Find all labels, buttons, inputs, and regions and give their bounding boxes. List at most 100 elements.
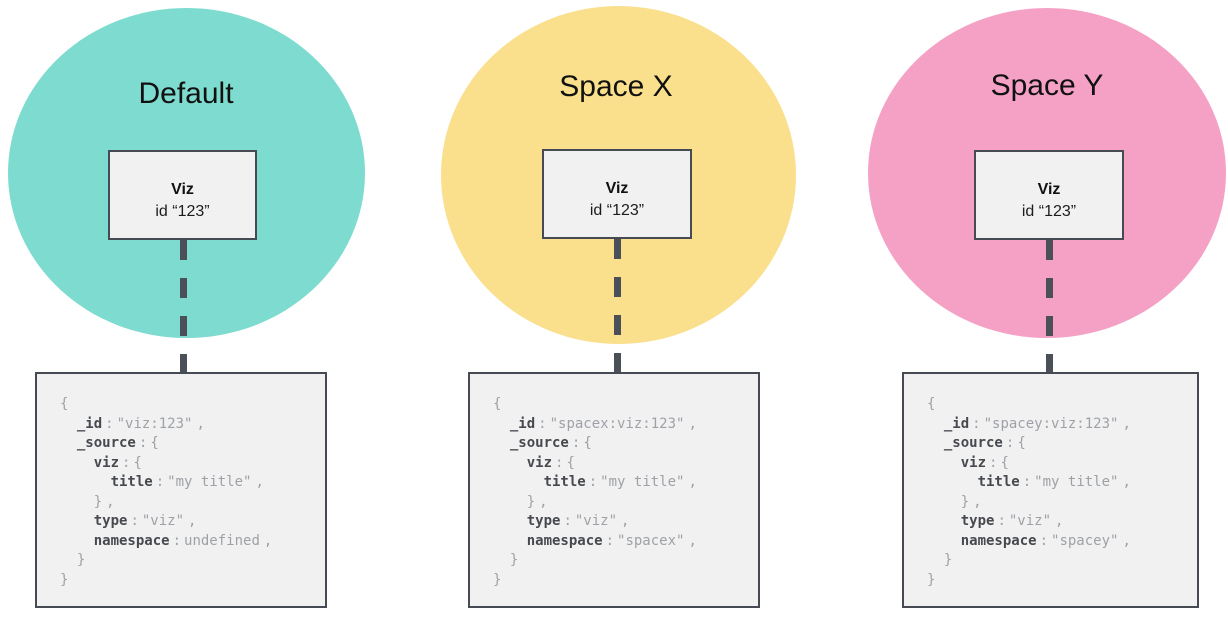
code-key: viz xyxy=(93,454,120,471)
code-key: _id xyxy=(76,415,103,432)
space-title: Default xyxy=(138,77,234,110)
document-json: { _id:"viz:123", _source:{ viz:{ title:"… xyxy=(60,395,315,590)
code-key: type xyxy=(960,513,995,529)
code-token: , xyxy=(1122,474,1131,490)
code-token: { xyxy=(60,396,69,412)
code-token: } xyxy=(60,552,86,568)
code-line: type:"viz", xyxy=(927,512,1187,532)
code-key: title xyxy=(110,474,153,490)
code-token: , xyxy=(106,493,115,510)
code-token: , xyxy=(1055,513,1064,529)
document-json: { _id:"spacey:viz:123", _source:{ viz:{ … xyxy=(927,395,1187,590)
code-token: : xyxy=(997,513,1006,529)
space-title: Space Y xyxy=(990,69,1104,102)
code-token: "viz" xyxy=(574,513,618,529)
code-line: { xyxy=(493,395,748,415)
code-token xyxy=(927,474,978,490)
code-line: viz:{ xyxy=(60,454,315,474)
code-token: } xyxy=(493,571,502,588)
code-key: _source xyxy=(76,435,136,451)
code-token: , xyxy=(539,493,548,510)
code-token: "viz" xyxy=(1008,513,1052,529)
code-token: } xyxy=(493,552,519,568)
code-key: namespace xyxy=(960,532,1037,549)
code-token: "spacex:viz:123" xyxy=(549,415,685,432)
code-token: : xyxy=(138,435,148,451)
code-token: , xyxy=(255,474,264,490)
code-line: title:"my title", xyxy=(493,473,748,493)
code-line: } xyxy=(60,551,315,571)
viz-node: Viz id “123” xyxy=(542,149,692,239)
code-token: : xyxy=(1039,532,1049,549)
code-key: title xyxy=(977,474,1020,490)
code-token: , xyxy=(688,532,697,549)
code-token: "my title" xyxy=(600,474,685,490)
code-line: } xyxy=(493,571,748,591)
code-token xyxy=(927,416,944,432)
code-token: : xyxy=(555,454,564,471)
code-token: , xyxy=(1122,415,1131,432)
code-key: viz xyxy=(526,454,553,471)
code-token: , xyxy=(188,513,197,529)
code-key: type xyxy=(93,513,128,529)
code-token: } xyxy=(493,493,536,510)
code-token: { xyxy=(150,435,159,451)
code-key: type xyxy=(526,513,561,529)
code-token: , xyxy=(263,532,273,549)
code-token: , xyxy=(688,415,697,432)
code-token: : xyxy=(563,513,572,529)
code-line: { xyxy=(60,395,315,415)
code-token: , xyxy=(621,513,630,529)
code-line: _source:{ xyxy=(60,434,315,454)
viz-node-name: Viz xyxy=(171,181,194,198)
code-token: : xyxy=(972,415,981,432)
code-token: } xyxy=(60,571,69,588)
code-token: { xyxy=(566,454,575,471)
code-token: } xyxy=(60,493,103,510)
code-line: title:"my title", xyxy=(927,473,1187,493)
code-token xyxy=(927,533,961,549)
code-token: : xyxy=(1005,435,1015,451)
code-key: viz xyxy=(960,454,987,471)
code-token: "my title" xyxy=(1034,474,1119,490)
code-token: : xyxy=(105,415,114,432)
code-line: }, xyxy=(60,493,315,513)
code-key: title xyxy=(543,474,586,490)
dashed-connector xyxy=(614,239,621,374)
code-token: : xyxy=(605,532,615,549)
code-token: : xyxy=(989,454,998,471)
code-token: undefined xyxy=(184,532,260,549)
viz-node-name: Viz xyxy=(1037,181,1061,198)
viz-node-id: id “123” xyxy=(589,202,645,219)
code-token: , xyxy=(196,415,205,432)
code-token xyxy=(927,435,944,451)
code-token: { xyxy=(1017,435,1026,451)
viz-node-id: id “123” xyxy=(1021,203,1077,220)
code-line: } xyxy=(493,551,748,571)
code-line: viz:{ xyxy=(927,454,1187,474)
code-line: viz:{ xyxy=(493,454,748,474)
code-line: { xyxy=(927,395,1187,415)
code-line: type:"viz", xyxy=(60,512,315,532)
document-json: { _id:"spacex:viz:123", _source:{ viz:{ … xyxy=(493,395,748,590)
code-line: _source:{ xyxy=(493,434,748,454)
code-line: namespace:undefined, xyxy=(60,532,315,552)
code-token: } xyxy=(927,571,936,588)
viz-node: Viz id “123” xyxy=(974,150,1124,240)
code-line: } xyxy=(927,571,1187,591)
viz-node: Viz id “123” xyxy=(108,150,257,240)
saved-object-document: { _id:"viz:123", _source:{ viz:{ title:"… xyxy=(35,372,327,608)
code-key: _id xyxy=(509,415,536,432)
code-token: { xyxy=(927,396,936,412)
code-line: namespace:"spacey", xyxy=(927,532,1187,552)
code-line: }, xyxy=(493,493,748,513)
viz-node-id: id “123” xyxy=(155,203,210,220)
code-token: { xyxy=(1000,454,1009,471)
code-line: _id:"spacey:viz:123", xyxy=(927,415,1187,435)
code-token: "spacey" xyxy=(1051,532,1119,549)
code-key: namespace xyxy=(93,532,170,549)
code-token: : xyxy=(155,474,165,490)
